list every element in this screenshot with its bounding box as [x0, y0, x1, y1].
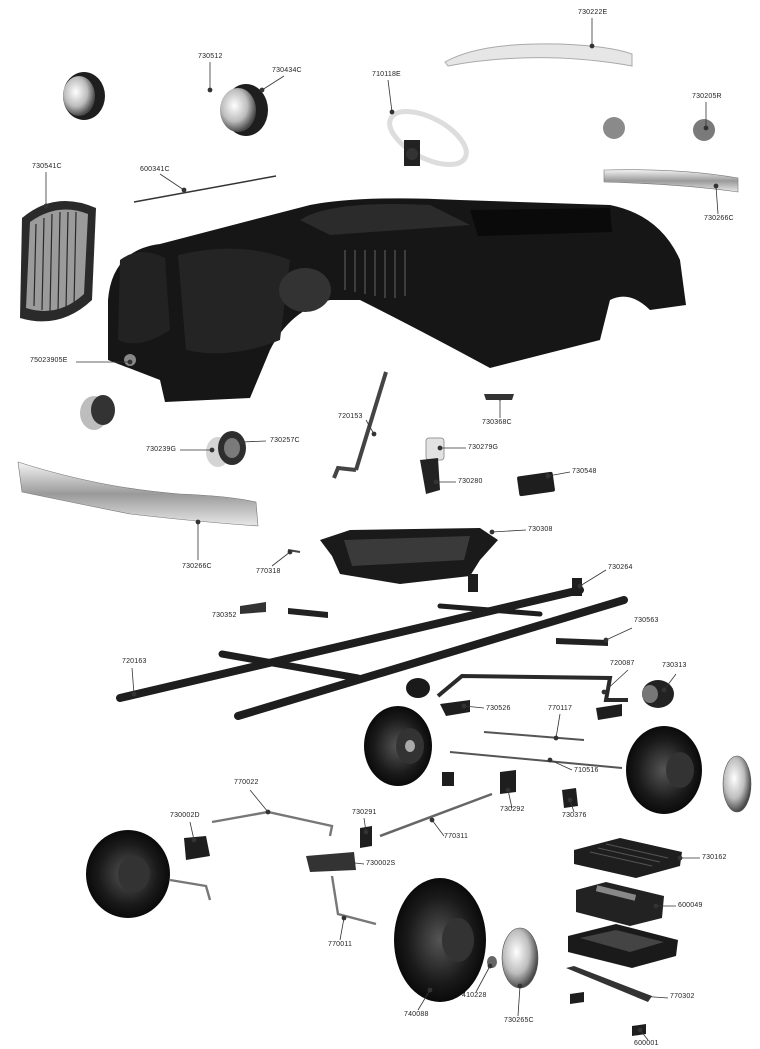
part-label: 730266C	[182, 563, 212, 570]
part-label: 730291	[352, 809, 377, 816]
battery-strap-part	[566, 966, 652, 1002]
part-label: 730239G	[146, 446, 177, 453]
washer-part	[442, 772, 454, 786]
battery-part	[576, 882, 664, 926]
part-label: 730205R	[692, 93, 722, 100]
part-label: 730308	[528, 526, 553, 533]
part-label: 730563	[634, 617, 659, 624]
spring-clip-part	[500, 770, 516, 794]
part-label: 720153	[338, 413, 363, 420]
part-label: 730368C	[482, 419, 512, 426]
part-label: 710118E	[372, 71, 401, 78]
tie-rod-part	[379, 792, 493, 838]
part-label: 730222E	[578, 9, 608, 16]
part-label: 770117	[548, 705, 573, 712]
part-label: 410228	[462, 992, 487, 999]
part-label: 770302	[670, 993, 695, 1000]
headlight-left-part	[63, 72, 105, 120]
part-label: 730313	[662, 662, 687, 669]
part-label: 720087	[610, 660, 635, 667]
part-label: 770318	[256, 568, 281, 575]
part-label: 710516	[574, 767, 599, 774]
part-label: 730352	[212, 612, 237, 619]
link-bar-part	[556, 638, 608, 646]
windshield-part	[444, 43, 633, 67]
part-label: 730257C	[270, 437, 300, 444]
steering-knuckle-right-part	[306, 852, 356, 872]
chassis-frame-part	[116, 574, 628, 720]
part-label: 730162	[702, 854, 727, 861]
part-label: 770311	[444, 833, 469, 840]
hubcap-left-part	[501, 927, 539, 989]
part-label: 730292	[500, 806, 525, 813]
part-label: 770022	[234, 779, 259, 786]
part-label: 75023905E	[30, 357, 68, 364]
part-label: 770011	[328, 941, 353, 948]
front-bumper-part	[17, 461, 259, 527]
part-label: 600001	[634, 1040, 659, 1047]
drive-shaft-part	[449, 751, 623, 769]
part-label: 600049	[678, 902, 703, 909]
bushing-part	[406, 678, 430, 698]
front-left-wheel-part	[364, 706, 432, 786]
pedal-part	[420, 437, 445, 494]
small-headlight-part	[80, 395, 115, 430]
part-label: 730541C	[32, 163, 62, 170]
tail-light-left-part	[603, 117, 625, 139]
part-label: 730264	[608, 564, 633, 571]
rear-left-wheel-part	[86, 830, 170, 918]
front-right-wheel-part	[394, 878, 486, 1002]
strap-clip-part	[570, 992, 584, 1004]
rear-axle-part	[436, 673, 628, 702]
part-label: 730548	[572, 468, 597, 475]
shift-lever-part	[332, 371, 388, 479]
axle-bracket-left-part	[440, 700, 470, 716]
battery-tray-part	[568, 924, 678, 968]
headlight-right-part	[220, 84, 268, 136]
part-label: 730526	[486, 705, 511, 712]
part-label: 730434C	[272, 67, 302, 74]
axle-rod-part	[483, 731, 585, 741]
steering-linkage-part	[169, 810, 377, 926]
gearbox-part	[642, 680, 674, 708]
axle-bracket-right-part	[596, 704, 622, 720]
part-label: 730266C	[704, 215, 734, 222]
rod-part	[133, 175, 277, 203]
part-label: 730002D	[170, 812, 200, 819]
part-label: 730265C	[504, 1017, 534, 1024]
tail-light-right-part	[693, 119, 715, 141]
hubcap-right-part	[722, 755, 752, 813]
part-label: 730280	[458, 478, 483, 485]
rear-right-wheel-part	[626, 726, 702, 814]
part-label: 730002S	[366, 860, 396, 867]
part-label: 740088	[404, 1011, 429, 1018]
part-label: 730376	[562, 812, 587, 819]
part-label: 730279G	[468, 444, 499, 451]
switch-part	[517, 471, 555, 497]
steering-knuckle-left-part	[184, 836, 210, 860]
part-label: 600341C	[140, 166, 170, 173]
steering-wheel-part	[387, 109, 469, 167]
part-label: 720163	[122, 658, 147, 665]
part-label: 730512	[198, 53, 223, 60]
car-body-part	[108, 198, 686, 402]
seat-tray-part	[320, 528, 498, 584]
latch-part	[288, 608, 328, 618]
battery-cover-part	[574, 838, 682, 878]
pin-part	[360, 826, 372, 848]
rear-bumper-part	[603, 169, 739, 193]
grille-part	[20, 200, 96, 322]
clip-part	[240, 602, 266, 614]
headlight-assembly-part	[206, 431, 246, 467]
leader-lines	[43, 18, 719, 1041]
